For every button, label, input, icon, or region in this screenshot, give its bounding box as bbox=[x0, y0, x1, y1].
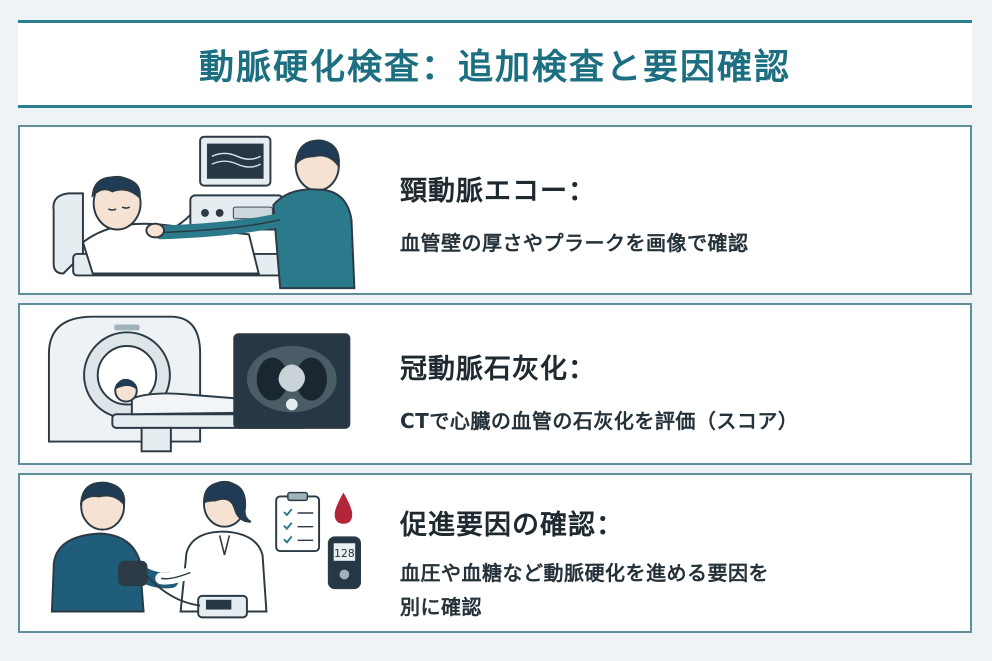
risk-factors-description: 血圧や血糖など動脈硬化を進める要因を 別に確認 bbox=[400, 556, 950, 624]
card-risk-factors: 128 促進要因の確認： 血圧や血糖など動脈硬化を進める要因を 別に確認 bbox=[18, 473, 972, 633]
blood-pressure-check-icon: 128 bbox=[50, 480, 361, 619]
coronary-calcium-description: CTで心臓の血管の石灰化を評価（スコア） bbox=[400, 409, 799, 433]
card-coronary-calcium: 冠動脈石灰化： CTで心臓の血管の石灰化を評価（スコア） bbox=[18, 303, 972, 465]
risk-factor-illustration: 128 bbox=[20, 475, 390, 631]
ct-scan-illustration bbox=[20, 305, 390, 463]
carotid-echo-description: 血管壁の厚さやプラークを画像で確認 bbox=[400, 231, 749, 255]
coronary-calcium-title: 冠動脈石灰化： bbox=[400, 354, 596, 385]
risk-factors-text: 促進要因の確認： 血圧や血糖など動脈硬化を進める要因を 別に確認 bbox=[400, 503, 950, 624]
glucose-meter-reading: 128 bbox=[334, 547, 355, 560]
ct-scanner-icon bbox=[47, 315, 351, 453]
coronary-calcium-text: 冠動脈石灰化： CTで心臓の血管の石灰化を評価（スコア） bbox=[400, 347, 950, 438]
page-title: 動脈硬化検査：追加検査と要因確認 bbox=[198, 47, 791, 88]
risk-factors-description-line1: 血圧や血糖など動脈硬化を進める要因を bbox=[400, 561, 769, 585]
title-banner: 動脈硬化検査：追加検査と要因確認 bbox=[18, 20, 972, 108]
risk-factors-description-line2: 別に確認 bbox=[400, 595, 482, 619]
carotid-echo-illustration bbox=[20, 127, 390, 293]
carotid-echo-text: 頸動脈エコー： 血管壁の厚さやプラークを画像で確認 bbox=[400, 169, 950, 260]
ultrasound-exam-icon bbox=[52, 135, 356, 290]
risk-factors-title: 促進要因の確認： bbox=[400, 510, 624, 541]
card-carotid-echo: 頸動脈エコー： 血管壁の厚さやプラークを画像で確認 bbox=[18, 125, 972, 295]
carotid-echo-title: 頸動脈エコー： bbox=[400, 176, 596, 207]
